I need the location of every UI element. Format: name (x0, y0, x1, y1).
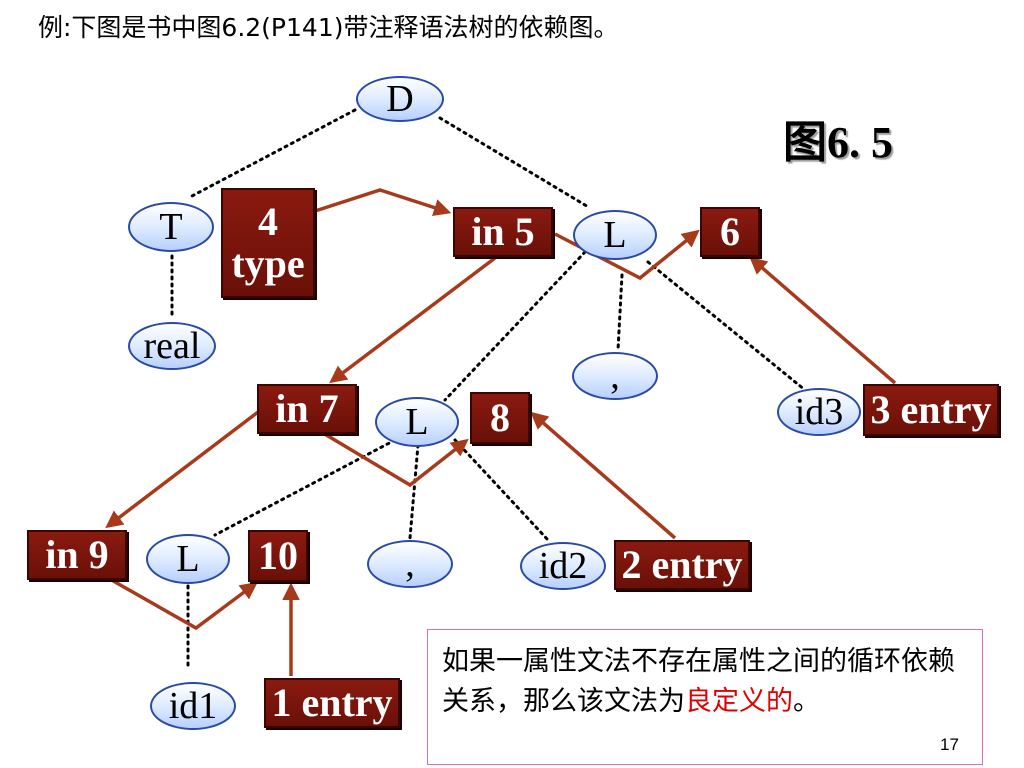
tree-edges (170, 108, 807, 672)
tree-edge-L2-id2 (453, 438, 550, 542)
box-4-type-label: type (231, 241, 305, 286)
node-T: T (128, 202, 214, 252)
box-6-label: 6 (720, 209, 740, 254)
node-L-mid-label: L (405, 401, 429, 443)
arrow-in7-to-8 (322, 431, 469, 488)
note-text-end: 。 (793, 686, 820, 717)
arrow-entry2-to-8 (530, 411, 677, 540)
tree-edge-L-comma (616, 273, 624, 352)
note-box: 如果一属性文法不存在属性之间的循环依赖关系，那么该文法为良定义的。 (427, 629, 983, 765)
dependency-arrows (105, 188, 897, 676)
box-in5-label: in 5 (471, 209, 535, 254)
arrow-type-to-in5 (311, 188, 452, 217)
node-L-bot-label: L (176, 538, 200, 580)
node-L-top: L (573, 210, 657, 260)
box-in7: in 7 (257, 384, 357, 434)
tree-edge-D-L (438, 116, 592, 210)
node-real: real (128, 322, 216, 370)
tree-edge-L-id3 (646, 260, 807, 392)
tree-edge-L-L (443, 250, 587, 402)
node-comma-mid: , (367, 540, 453, 588)
arrow-entry3-to-6 (749, 256, 897, 385)
box-in5: in 5 (453, 207, 553, 257)
box-in9: in 9 (27, 530, 127, 580)
page-number: 17 (940, 735, 959, 754)
box-10-label: 10 (258, 533, 298, 578)
node-D: D (356, 76, 444, 122)
figure-label: 图6. 5 (783, 118, 893, 167)
box-6: 6 (700, 207, 760, 257)
box-1-entry: 1 entry (264, 678, 400, 728)
note-text: 如果一属性文法不存在属性之间的循环依赖关系，那么该文法为 (442, 646, 955, 717)
arrow-in9-to-10 (107, 576, 258, 631)
tree-edge-L-L2 (213, 438, 397, 537)
node-id1: id1 (150, 682, 236, 730)
box-in7-label: in 7 (275, 386, 339, 431)
box-8-label: 8 (490, 395, 510, 440)
box-10: 10 (248, 530, 308, 582)
note-highlight: 良定义的 (685, 686, 793, 717)
node-D-label: D (386, 78, 414, 120)
arrow-in5-to-in7 (329, 256, 497, 384)
node-id1-label: id1 (168, 685, 218, 727)
box-2-entry: 2 entry (614, 540, 750, 590)
tree-edge-D-T (190, 108, 357, 198)
box-3-entry-label: 3 entry (870, 387, 992, 432)
box-1-entry-label: 1 entry (271, 680, 393, 725)
node-id3: id3 (777, 388, 861, 436)
node-real-label: real (143, 325, 201, 367)
slide-header: 例:下图是书中图6.2(P141)带注释语法树的依赖图。 (38, 13, 619, 42)
node-id2: id2 (520, 542, 606, 590)
node-L-top-label: L (603, 214, 627, 256)
node-L-bot: L (146, 534, 230, 584)
node-comma-top-label: , (610, 355, 620, 397)
node-id3-label: id3 (794, 391, 844, 433)
box-2-entry-label: 2 entry (621, 542, 743, 587)
node-comma-top: , (572, 352, 658, 400)
box-8: 8 (470, 392, 530, 444)
node-id2-label: id2 (538, 545, 588, 587)
box-in9-label: in 9 (45, 532, 109, 577)
tree-edge-L2-comma (408, 443, 420, 540)
box-4-number: 4 (258, 199, 278, 244)
arrow-in7-to-in9 (105, 410, 260, 529)
node-L-mid: L (375, 397, 459, 447)
node-T-label: T (159, 206, 183, 248)
box-3-entry: 3 entry (863, 384, 999, 436)
node-comma-mid-label: , (405, 543, 415, 585)
box-4-type: 4 type (221, 188, 315, 298)
